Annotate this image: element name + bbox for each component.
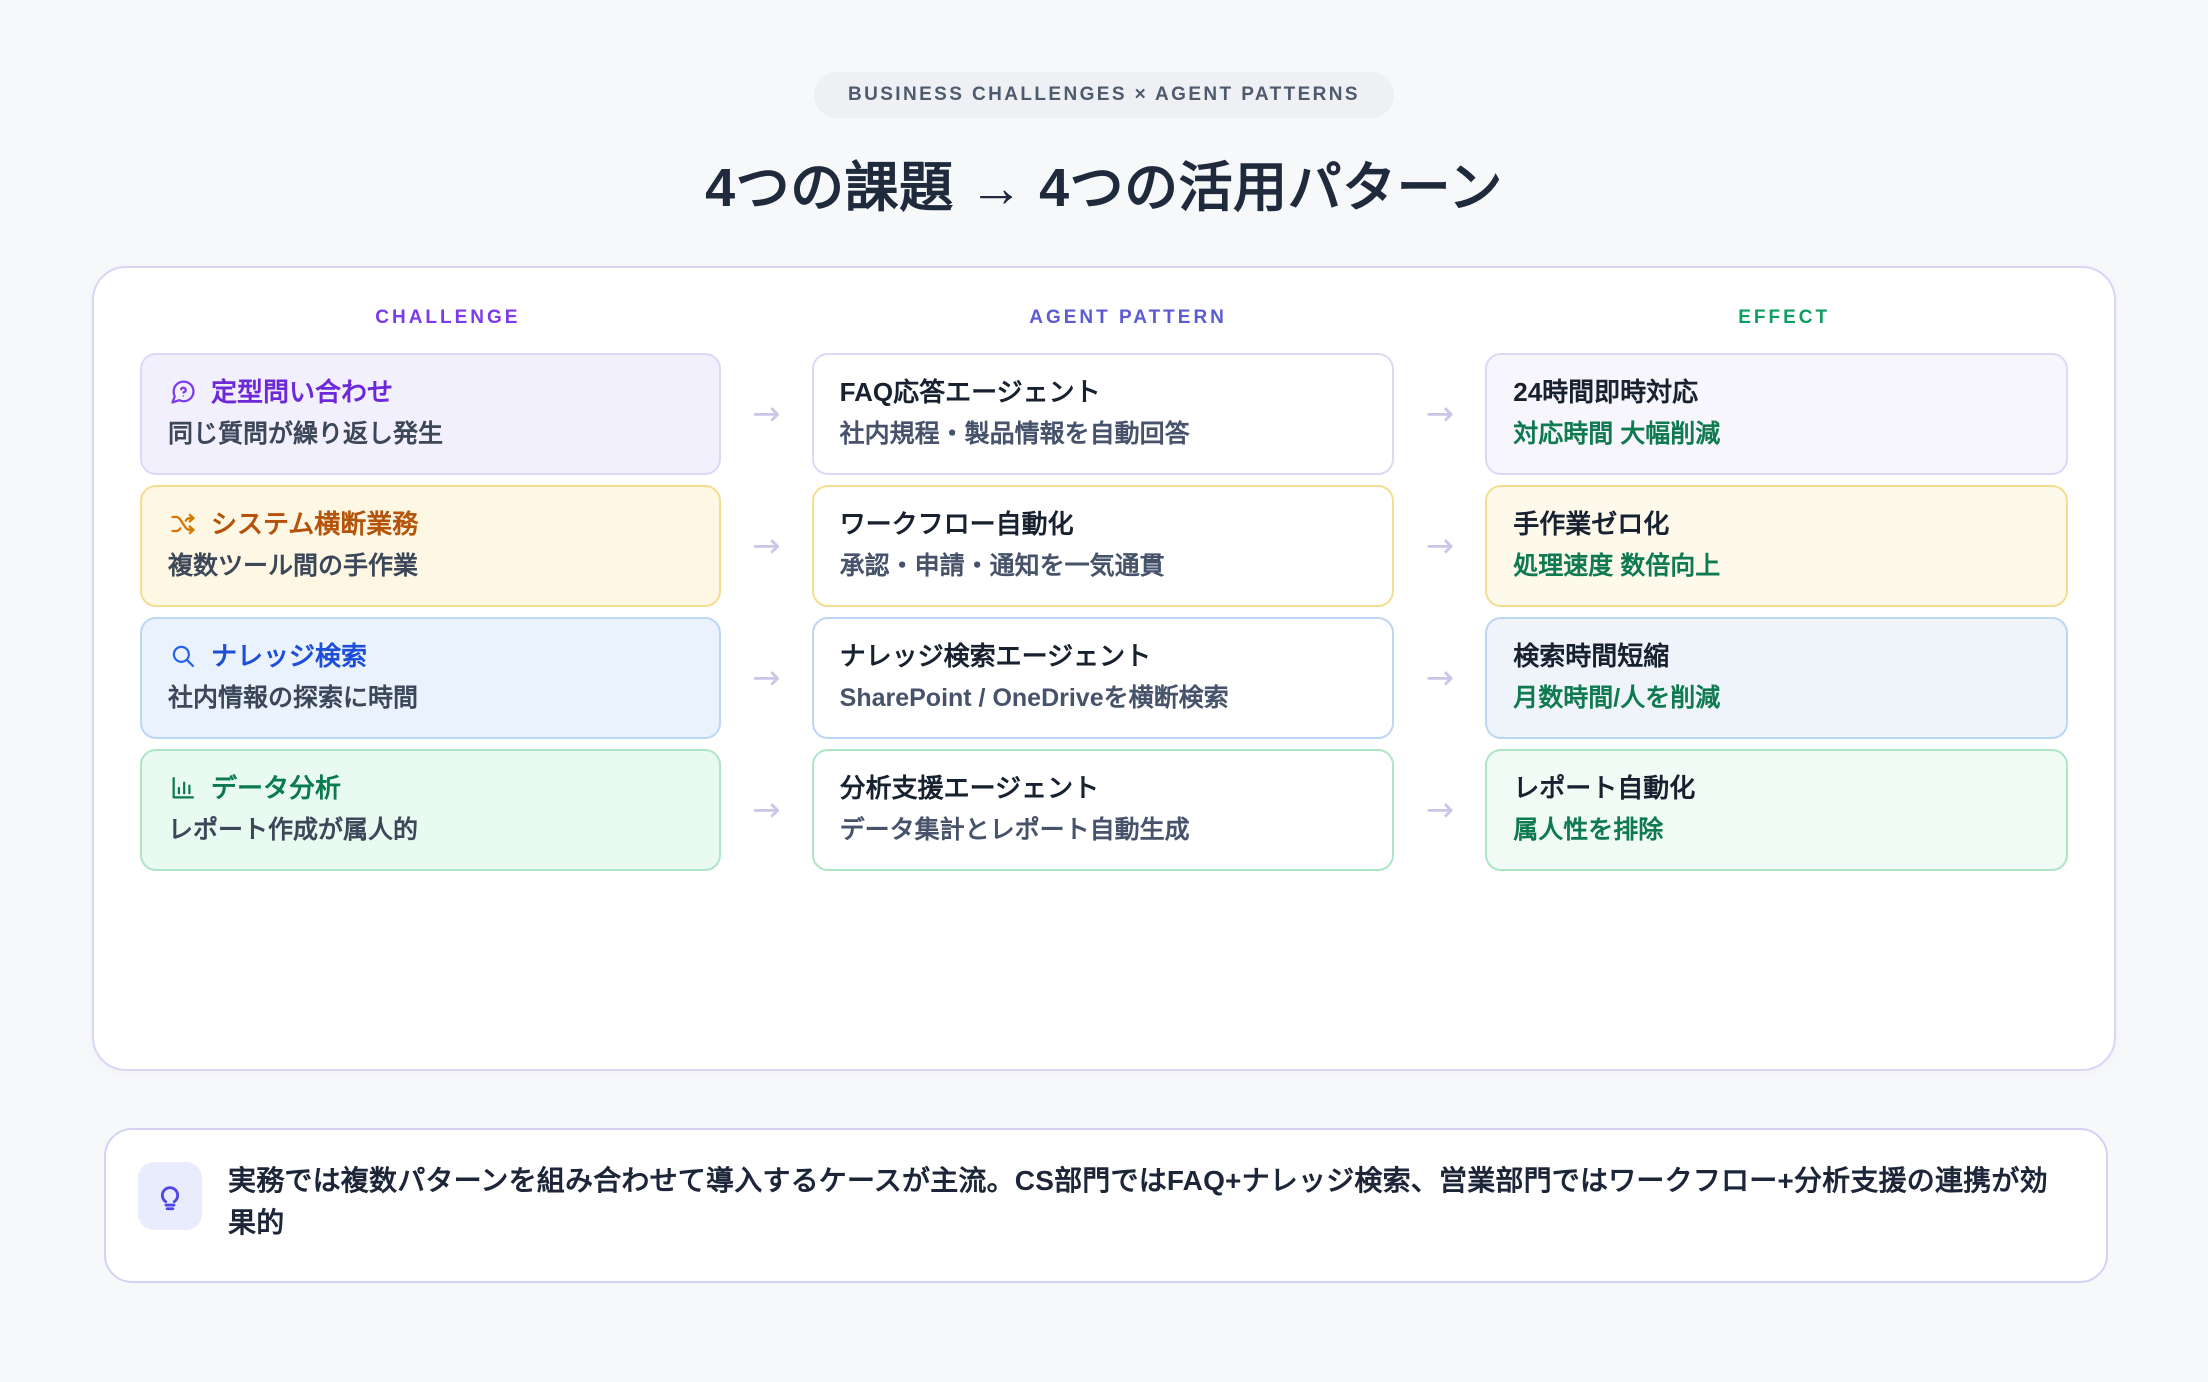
column-header-agent-pattern: AGENT PATTERN: [1029, 307, 1227, 328]
effect-cell: 手作業ゼロ化 処理速度 数倍向上: [1485, 485, 2069, 607]
challenge-cell: ナレッジ検索 社内情報の探索に時間: [140, 617, 721, 739]
arrow-right-icon: →: [1425, 394, 1455, 434]
challenge-card-2[interactable]: システム横断業務 複数ツール間の手作業: [140, 485, 721, 607]
arrow-right-icon: →: [1425, 526, 1455, 566]
effect-card-2-title: 手作業ゼロ化: [1513, 509, 1670, 539]
arrow-cell: →: [1394, 661, 1485, 695]
matrix-rows: 定型問い合わせ 同じ質問が繰り返し発生 → FAQ応答エージェント 社内規程・製…: [94, 327, 2114, 871]
pattern-card-1-title: FAQ応答エージェント: [839, 377, 1101, 407]
challenge-cell: システム横断業務 複数ツール間の手作業: [140, 485, 721, 607]
effect-cell: 24時間即時対応 対応時間 大幅削減: [1485, 353, 2069, 475]
challenge-card-1-sub: 同じ質問が繰り返し発生: [168, 419, 444, 448]
insight-callout: 実務では複数パターンを組み合わせて導入するケースが主流。CS部門ではFAQ+ナレ…: [104, 1128, 2108, 1283]
challenge-cell: データ分析 レポート作成が属人的: [140, 749, 721, 871]
effect-card-3[interactable]: 検索時間短縮 月数時間/人を削減: [1485, 617, 2069, 739]
pattern-card-4[interactable]: 分析支援エージェント データ集計とレポート自動生成: [811, 749, 1395, 871]
effect-card-3-sub: 月数時間/人を削減: [1513, 683, 1721, 712]
challenge-card-4[interactable]: データ分析 レポート作成が属人的: [140, 749, 721, 871]
matrix-panel: CHALLENGE AGENT PATTERN EFFECT: [92, 266, 2116, 1071]
matrix-row: データ分析 レポート作成が属人的 → 分析支援エージェント データ集計とレポート…: [140, 749, 2069, 871]
pattern-card-4-sub: データ集計とレポート自動生成: [839, 815, 1190, 844]
arrow-cell: →: [721, 793, 812, 827]
pattern-cell: ワークフロー自動化 承認・申請・通知を一気通貫: [811, 485, 1395, 607]
pattern-card-3-title: ナレッジ検索エージェント: [839, 641, 1152, 671]
effect-cell: レポート自動化 属人性を排除: [1485, 749, 2069, 871]
insight-callout-text: 実務では複数パターンを組み合わせて導入するケースが主流。CS部門ではFAQ+ナレ…: [228, 1165, 2048, 1238]
arrow-right-icon: →: [751, 394, 781, 434]
column-header-challenge: CHALLENGE: [375, 307, 521, 328]
search-icon: [168, 641, 198, 671]
pattern-card-3-sub: SharePoint / OneDriveを横断検索: [839, 683, 1229, 712]
pattern-card-1[interactable]: FAQ応答エージェント 社内規程・製品情報を自動回答: [811, 353, 1395, 475]
matrix-row: ナレッジ検索 社内情報の探索に時間 → ナレッジ検索エージェント SharePo…: [140, 617, 2069, 739]
pattern-card-2-title: ワークフロー自動化: [839, 509, 1074, 539]
pattern-card-4-title: 分析支援エージェント: [839, 773, 1100, 803]
eyebrow-badge: BUSINESS CHALLENGES × AGENT PATTERNS: [813, 72, 1394, 118]
arrow-right-icon: →: [1425, 790, 1455, 830]
pattern-cell: ナレッジ検索エージェント SharePoint / OneDriveを横断検索: [811, 617, 1395, 739]
bar-chart-icon: [168, 773, 198, 803]
page-title: 4つの課題 → 4つの活用パターン: [705, 158, 1503, 218]
challenge-card-1-title: 定型問い合わせ: [211, 377, 394, 407]
challenge-card-2-sub: 複数ツール間の手作業: [168, 551, 419, 580]
challenge-card-3[interactable]: ナレッジ検索 社内情報の探索に時間: [140, 617, 721, 739]
arrow-cell: →: [1394, 529, 1485, 563]
arrow-cell: →: [1394, 793, 1485, 827]
arrow-cell: →: [721, 397, 812, 431]
arrow-right-icon: →: [751, 526, 781, 566]
effect-card-1-title: 24時間即時対応: [1513, 377, 1699, 407]
column-header-effect: EFFECT: [1738, 307, 1831, 328]
effect-cell: 検索時間短縮 月数時間/人を削減: [1485, 617, 2069, 739]
challenge-card-4-title: データ分析: [211, 773, 342, 803]
effect-card-4-title: レポート自動化: [1513, 773, 1696, 803]
arrow-cell: →: [721, 661, 812, 695]
effect-card-4[interactable]: レポート自動化 属人性を排除: [1485, 749, 2069, 871]
challenge-card-3-title: ナレッジ検索: [211, 641, 368, 671]
challenge-card-1-title-line: 定型問い合わせ: [168, 376, 693, 409]
challenge-card-2-title: システム横断業務: [211, 509, 419, 539]
lightbulb-icon: [138, 1162, 202, 1230]
arrow-cell: →: [721, 529, 812, 563]
effect-card-4-sub: 属人性を排除: [1513, 815, 1664, 844]
challenge-card-3-sub: 社内情報の探索に時間: [168, 683, 419, 712]
arrow-right-icon: →: [751, 790, 781, 830]
column-headers: CHALLENGE AGENT PATTERN EFFECT: [94, 268, 2114, 327]
effect-card-3-title: 検索時間短縮: [1513, 641, 1670, 671]
column-header-gap-1: [756, 308, 845, 327]
pattern-cell: FAQ応答エージェント 社内規程・製品情報を自動回答: [811, 353, 1395, 475]
challenge-card-4-sub: レポート作成が属人的: [168, 815, 419, 844]
pattern-card-1-sub: 社内規程・製品情報を自動回答: [839, 419, 1190, 448]
arrow-cell: →: [1394, 397, 1485, 431]
pattern-cell: 分析支援エージェント データ集計とレポート自動生成: [811, 749, 1395, 871]
effect-card-1-sub: 対応時間 大幅削減: [1513, 419, 1721, 448]
arrow-right-icon: →: [1425, 658, 1455, 698]
challenge-cell: 定型問い合わせ 同じ質問が繰り返し発生: [140, 353, 721, 475]
pattern-card-2-sub: 承認・申請・通知を一気通貫: [839, 551, 1165, 580]
column-header-gap-2: [1412, 308, 1501, 327]
challenge-card-4-title-line: データ分析: [168, 772, 693, 805]
effect-card-2-sub: 処理速度 数倍向上: [1513, 551, 1721, 580]
challenge-card-3-title-line: ナレッジ検索: [168, 640, 693, 673]
header: BUSINESS CHALLENGES × AGENT PATTERNS 4つの…: [0, 0, 2208, 221]
shuffle-icon: [168, 509, 198, 539]
challenge-card-2-title-line: システム横断業務: [168, 508, 693, 541]
effect-card-2[interactable]: 手作業ゼロ化 処理速度 数倍向上: [1485, 485, 2069, 607]
pattern-card-2[interactable]: ワークフロー自動化 承認・申請・通知を一気通貫: [811, 485, 1395, 607]
question-bubble-icon: [168, 377, 198, 407]
challenge-card-1[interactable]: 定型問い合わせ 同じ質問が繰り返し発生: [140, 353, 721, 475]
matrix-row: 定型問い合わせ 同じ質問が繰り返し発生 → FAQ応答エージェント 社内規程・製…: [140, 353, 2069, 475]
effect-card-1[interactable]: 24時間即時対応 対応時間 大幅削減: [1485, 353, 2069, 475]
arrow-right-icon: →: [751, 658, 781, 698]
matrix-row: システム横断業務 複数ツール間の手作業 → ワークフロー自動化 承認・申請・通知…: [140, 485, 2069, 607]
pattern-card-3[interactable]: ナレッジ検索エージェント SharePoint / OneDriveを横断検索: [811, 617, 1395, 739]
